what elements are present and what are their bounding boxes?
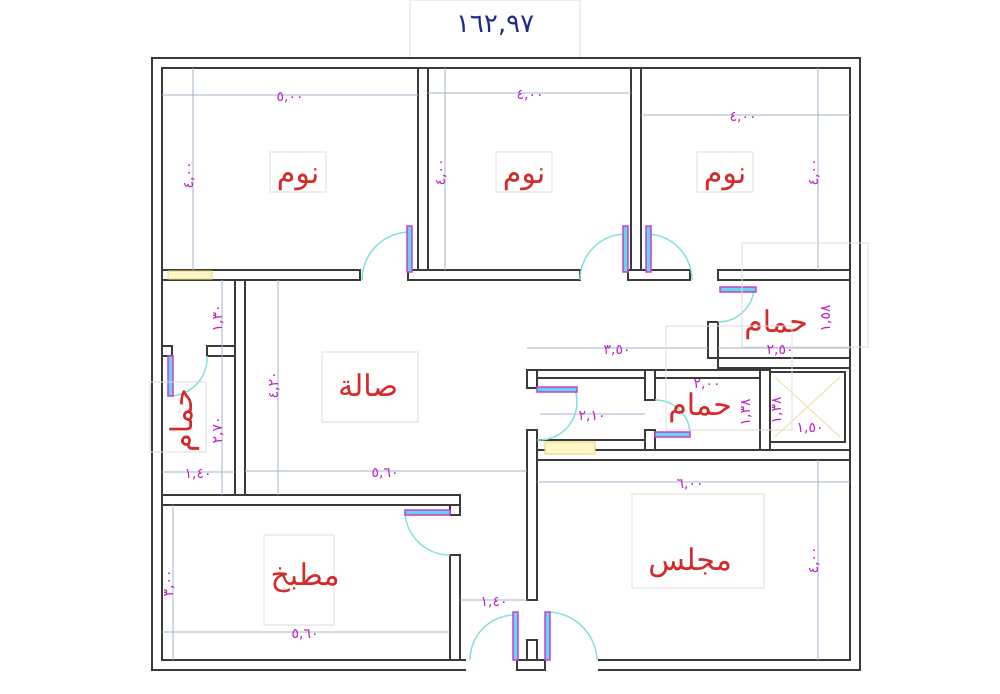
- dim-kitchen-height: ٣,٠٠: [161, 569, 177, 596]
- total-area: ١٦٢,٩٧: [456, 9, 534, 39]
- dim-bed1-height: ٤,٠٠: [181, 161, 197, 188]
- dim-bath1-height: ١,٥٨: [818, 304, 834, 331]
- room-living: صالة: [338, 369, 398, 404]
- dim-majlis-height: ٤,٠٠: [806, 546, 822, 573]
- room-bedroom-2: نوم: [503, 156, 545, 191]
- room-bath-1: حمام: [744, 305, 808, 340]
- dim-bed2-height: ٤,٠٠: [433, 158, 449, 185]
- dim-left-140: ١,٤٠: [184, 466, 211, 482]
- room-bedroom-1: نوم: [277, 156, 319, 191]
- dimension-lines: [162, 68, 850, 660]
- doors: [167, 225, 757, 661]
- dim-living-width: ٥,٦٠: [371, 465, 398, 481]
- dim-majlis-width: ٦,٠٠: [676, 476, 703, 492]
- dim-bed2-width: ٤,٠٠: [516, 87, 543, 103]
- dim-bed1-width: ٥,٠٠: [276, 89, 303, 105]
- room-kitchen: مطبخ: [270, 558, 339, 593]
- dimension-labels: ٥,٠٠ ٤,٠٠ ٤,٠٠ ٤,٠٠ ٤,٠٠ ٤,٠٠ ١,٣٠ ٢,٧٠ …: [161, 87, 834, 642]
- dim-living-height: ٤,٢٠: [266, 371, 282, 398]
- dim-left-130: ١,٣٠: [210, 304, 226, 331]
- dim-kitchen-width: ٥,٦٠: [291, 626, 318, 642]
- dim-shaft-height: ١,٣٨: [769, 396, 785, 423]
- room-bath-3: حمام: [165, 388, 200, 452]
- room-bedroom-3: نوم: [704, 156, 746, 191]
- dim-bath1-width: ٢,٥٠: [766, 342, 793, 358]
- dim-hall-350: ٣,٥٠: [603, 342, 630, 358]
- windows: [167, 270, 596, 455]
- room-bath-2: حمام: [668, 388, 732, 423]
- dim-bath2-height: ١,٣٨: [738, 398, 754, 425]
- room-labels: نوم نوم نوم صالة حمام حمام حمام مطبخ مجل…: [149, 151, 869, 626]
- dim-entry-width: ١,٤٠: [480, 594, 507, 610]
- dim-hall-210: ٢,١٠: [578, 408, 605, 424]
- dim-shaft-width: ١,٥٠: [796, 420, 823, 436]
- walls: [151, 57, 861, 672]
- dim-left-270: ٢,٧٠: [210, 416, 226, 443]
- room-majlis: مجلس: [648, 543, 732, 578]
- dim-bed3-width: ٤,٠٠: [729, 109, 756, 125]
- dim-bath2-width: ٢,٠٠: [693, 376, 720, 392]
- dim-bed3-height: ٤,٠٠: [806, 158, 822, 185]
